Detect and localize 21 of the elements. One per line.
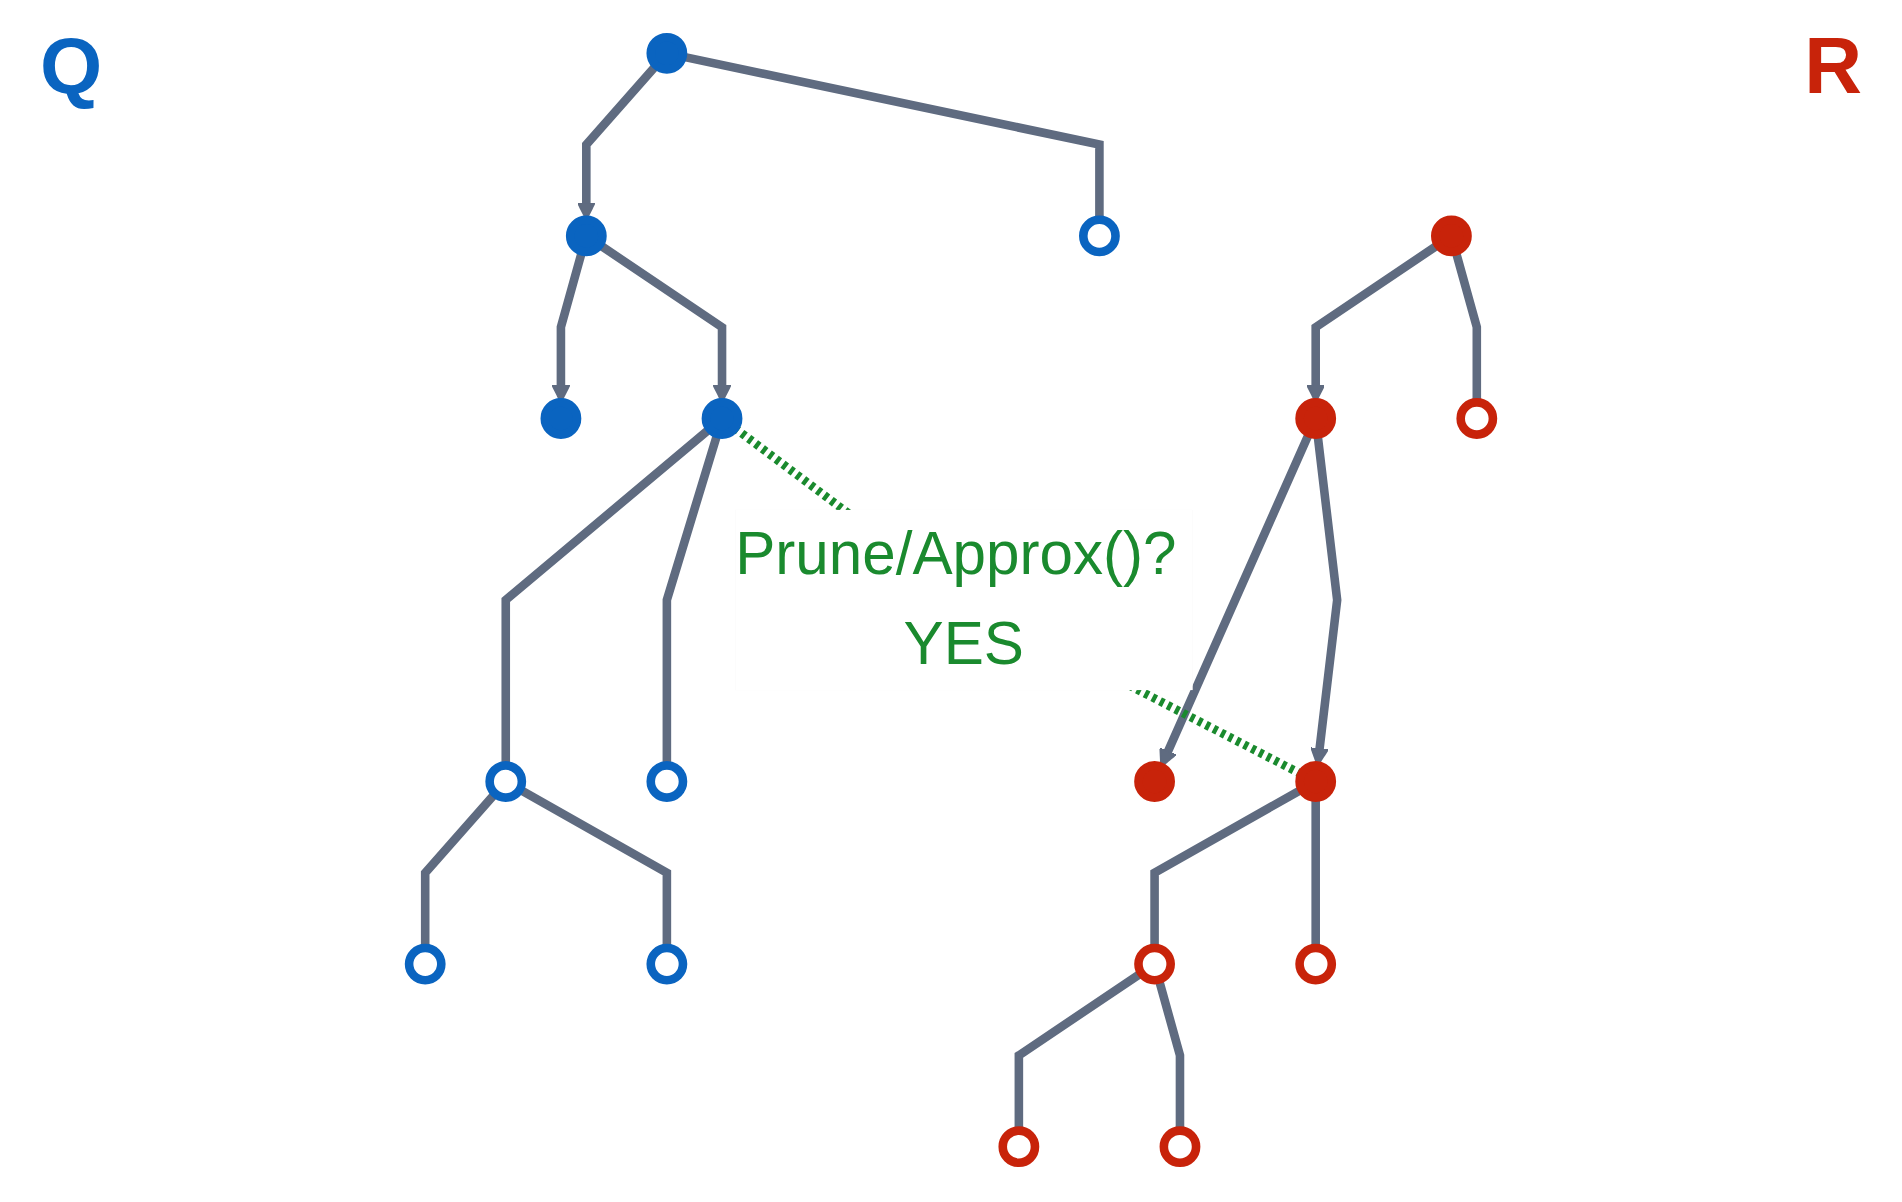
- node-circle: [646, 761, 688, 802]
- node-circle: [404, 943, 446, 985]
- node-circle: [1159, 1126, 1201, 1168]
- node-circle: [646, 32, 688, 74]
- node-circle: [646, 943, 688, 985]
- node-circle: [565, 215, 607, 257]
- node-circle: [1295, 943, 1337, 985]
- node-circle: [1295, 761, 1337, 802]
- node-circle: [1134, 761, 1175, 802]
- node-circle: [1295, 398, 1337, 439]
- tree-label: R: [1804, 20, 1862, 112]
- node-circle: [1079, 215, 1120, 257]
- node-circle: [998, 1126, 1040, 1168]
- node-circle: [540, 398, 582, 439]
- tree-label: Q: [40, 20, 103, 112]
- node-circle: [485, 761, 527, 802]
- edge-label: Prune/Approx()? YES: [735, 520, 1177, 678]
- node-circle: [1134, 943, 1175, 985]
- node-circle: [1431, 215, 1472, 257]
- node-circle: [701, 398, 743, 439]
- node-circle: [1456, 398, 1498, 439]
